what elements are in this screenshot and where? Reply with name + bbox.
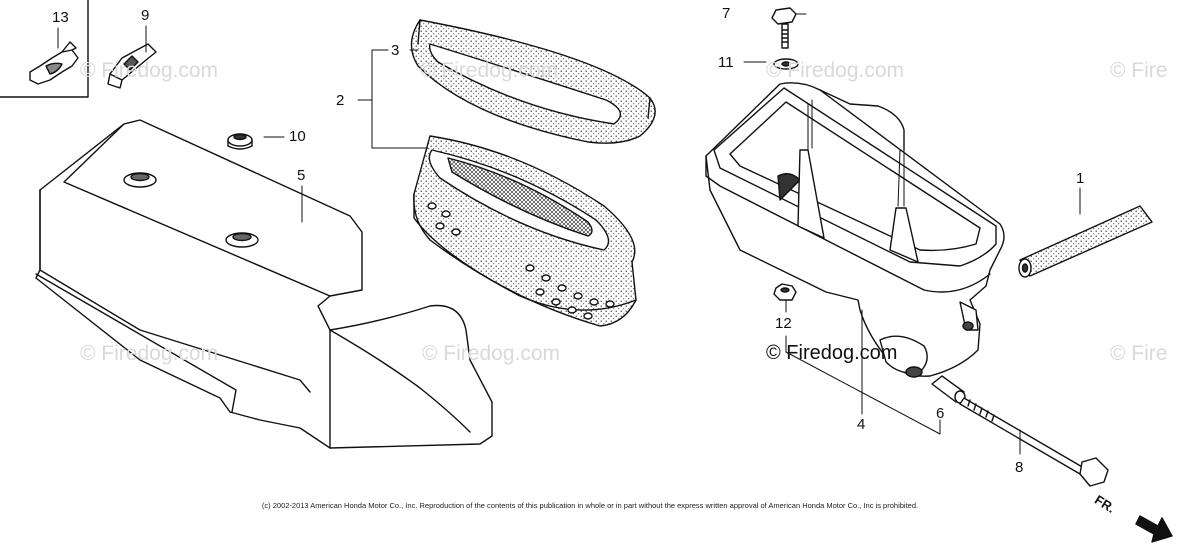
copyright-notice: (c) 2002-2013 American Honda Motor Co., …: [261, 501, 919, 510]
watermark: © Firedog.com: [80, 59, 219, 82]
part-10-grommet: [227, 133, 253, 150]
watermark: © Firedog.com: [422, 342, 561, 365]
watermark: © Firedog.com: [766, 59, 905, 82]
callout-10: 10: [289, 128, 306, 145]
callout-8: 8: [1015, 459, 1024, 476]
callout-1: 1: [1076, 170, 1085, 187]
callout-6: 6: [936, 405, 945, 422]
inset-box-border: [0, 0, 89, 98]
part-4-case: [705, 82, 1005, 378]
part-5-cover: [35, 119, 493, 449]
watermark: © Firedog.com: [80, 342, 219, 365]
part-1-tube: [1018, 205, 1153, 278]
part-11-washer: [773, 58, 799, 70]
part-12-nut: [773, 283, 797, 301]
callout-9: 9: [141, 7, 150, 24]
watermark: © Firedog.com: [420, 59, 559, 82]
part-3-foam-element: [410, 19, 656, 144]
callout-13: 13: [52, 9, 69, 26]
callout-7: 7: [722, 5, 731, 22]
part-8-long-bolt: [959, 397, 1109, 487]
part-9-clip: [107, 43, 157, 89]
watermark: © Firedog.com: [766, 342, 898, 364]
callout-4: 4: [857, 416, 866, 433]
part-2-paper-element: [413, 135, 637, 327]
callout-2: 2: [336, 92, 345, 109]
callout-12: 12: [775, 315, 792, 332]
part-6-collar: [931, 375, 966, 404]
callout-5: 5: [297, 167, 306, 184]
callout-11: 11: [718, 54, 734, 71]
callout-3: 3: [391, 42, 400, 59]
part-7-bolt: [771, 7, 797, 49]
part-13-wing-nut: [29, 41, 79, 85]
watermark-partial: © Fire: [1110, 59, 1168, 82]
leader-lines: [57, 13, 1081, 455]
front-direction-arrow: [1135, 515, 1173, 543]
watermark-partial: © Fire: [1110, 342, 1168, 365]
